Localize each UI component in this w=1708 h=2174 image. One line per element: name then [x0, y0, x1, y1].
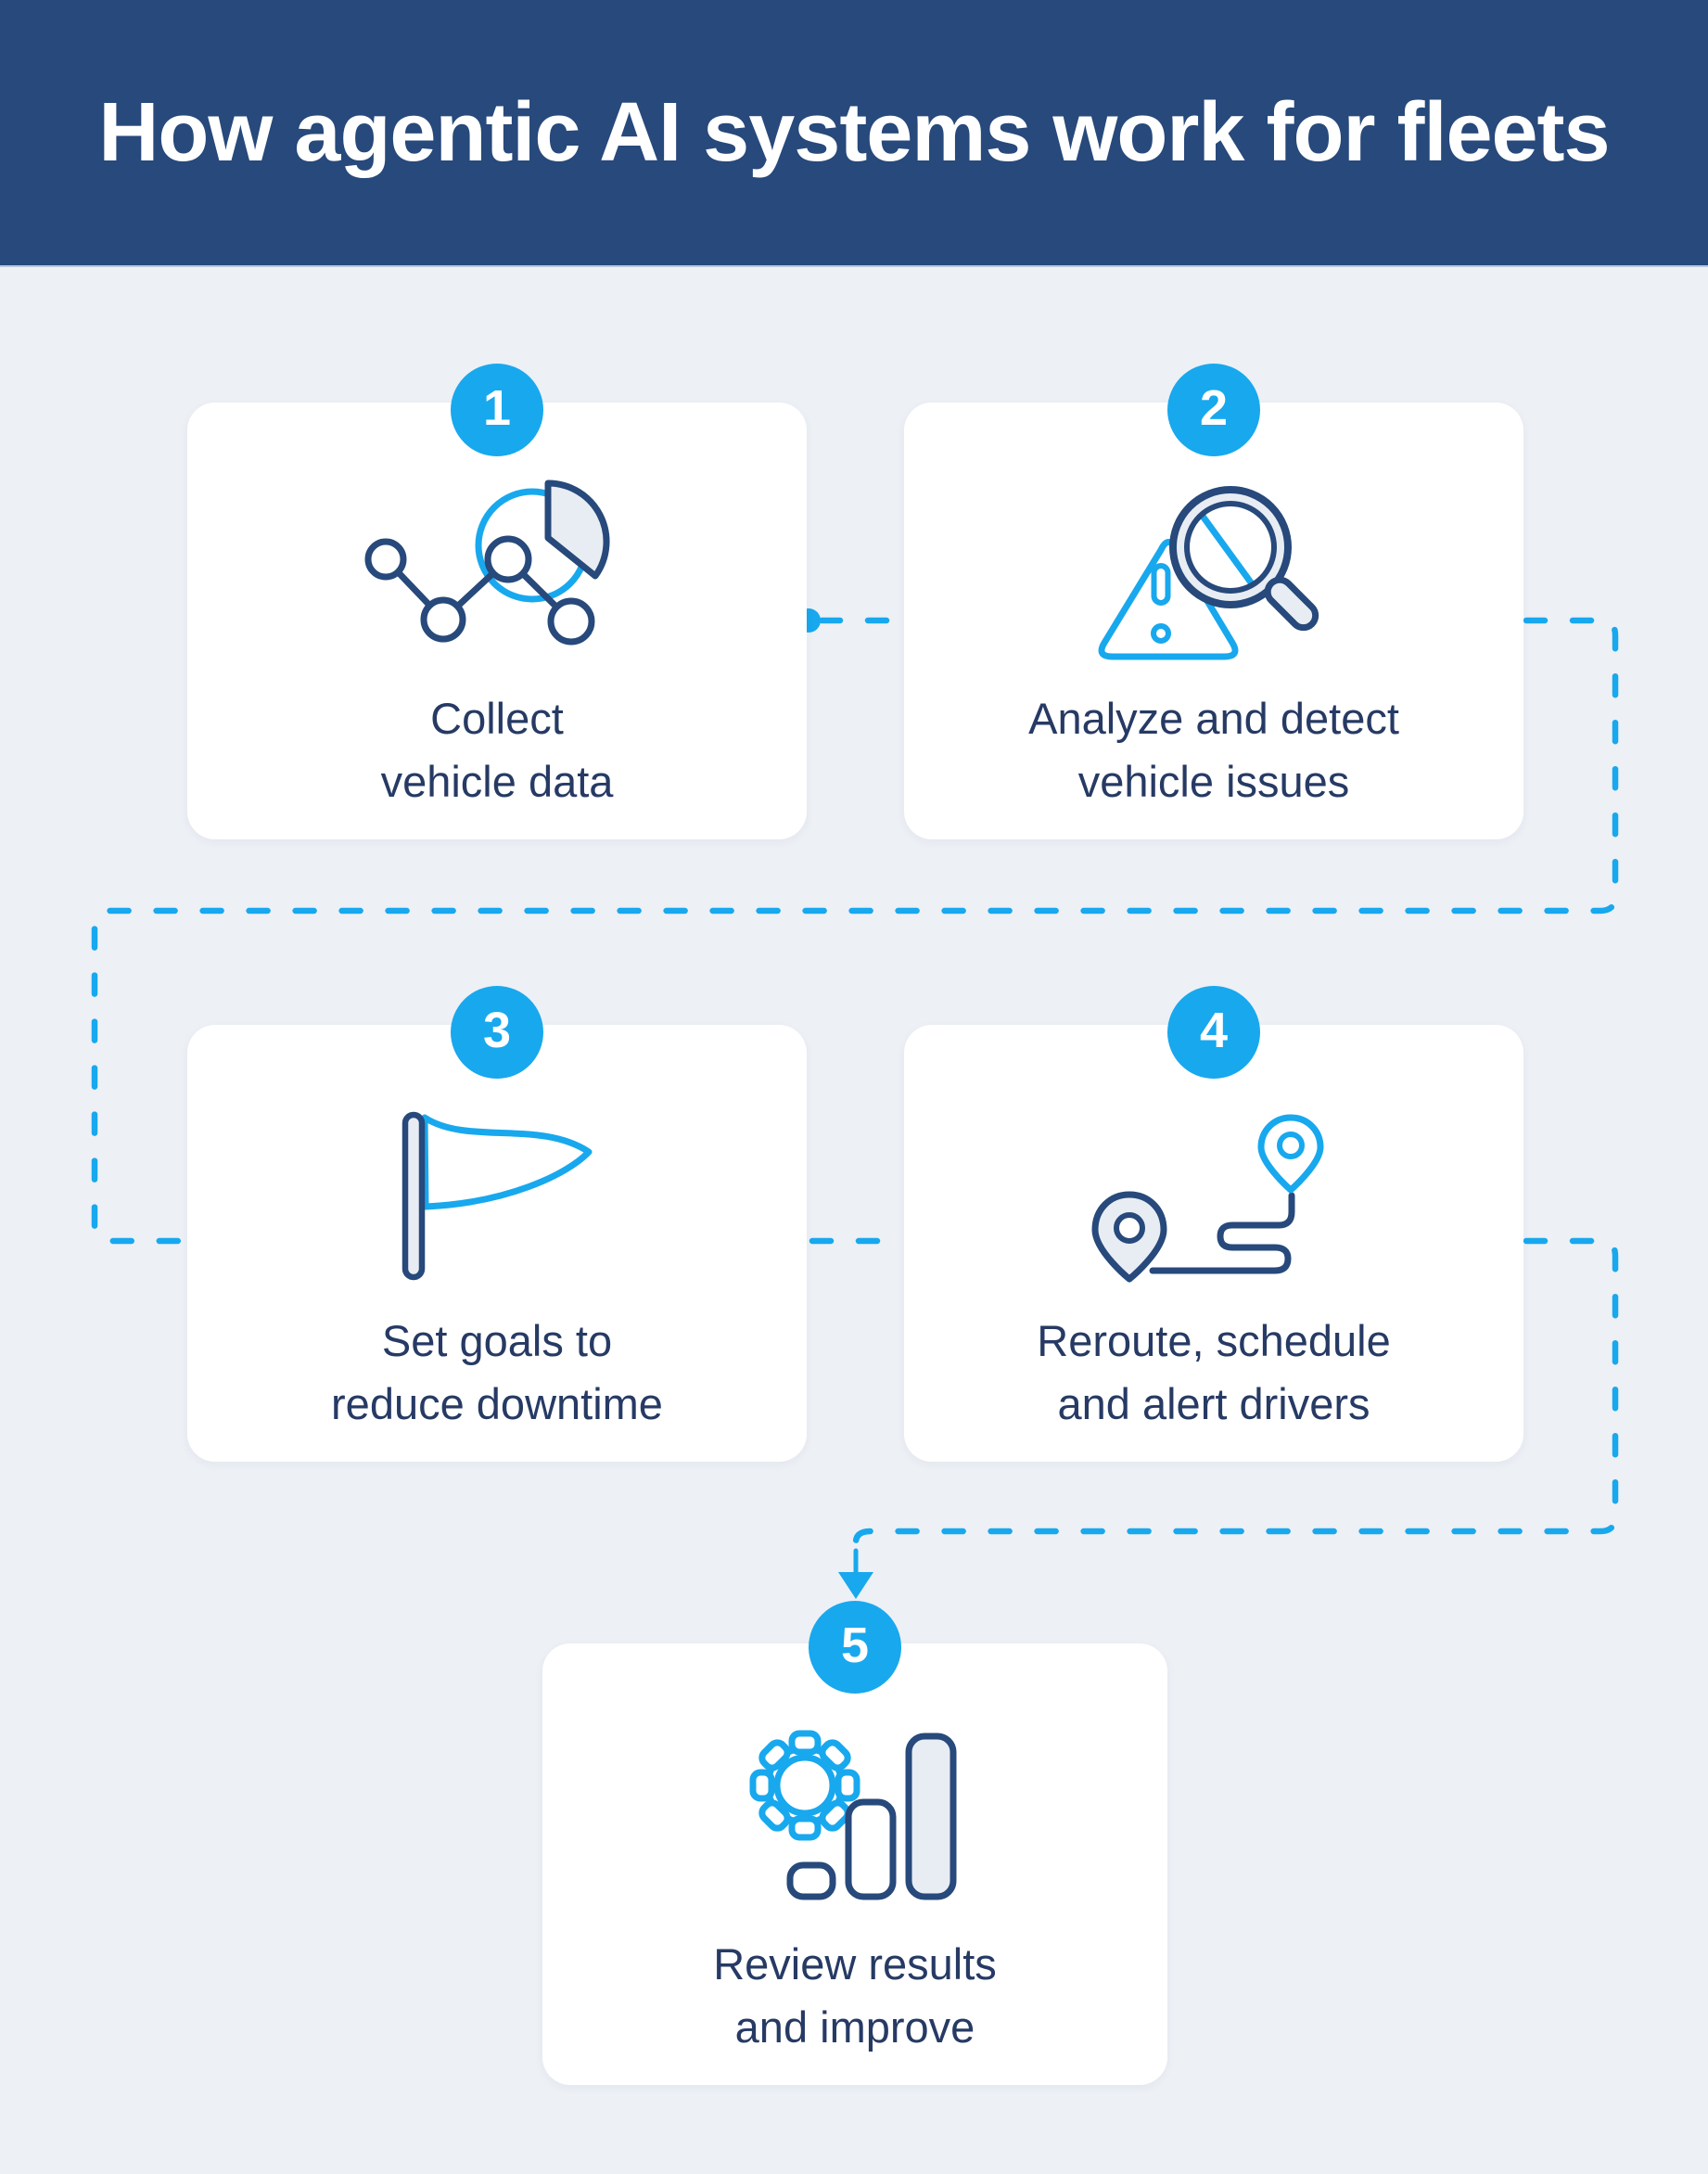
page-title: How agentic AI systems work for fleets: [98, 85, 1610, 179]
step-label: Review results and improve: [713, 1939, 997, 2052]
gear-part: [749, 1730, 860, 1841]
arrow-down-icon: [838, 1548, 873, 1599]
step-card-2: Analyze and detect vehicle issues: [904, 403, 1523, 839]
step-label: Set goals to reduce downtime: [331, 1316, 663, 1428]
step-label: Analyze and detect vehicle issues: [1028, 694, 1399, 806]
route-pins-icon: [1075, 1103, 1353, 1288]
step-card-1: Collect vehicle data: [187, 403, 807, 839]
data-chart-icon: [358, 480, 636, 666]
step-label: Reroute, schedule and alert drivers: [1037, 1316, 1391, 1428]
gear-chart-icon: [716, 1721, 994, 1907]
step-label: Collect vehicle data: [380, 694, 614, 806]
step-number-badge: 1: [451, 364, 543, 456]
step-card-3: Set goals to reduce downtime: [187, 1025, 807, 1462]
connector-4-5: [852, 1237, 1619, 1547]
bars-part: [786, 1733, 957, 1900]
header-banner: How agentic AI systems work for fleets: [0, 0, 1708, 267]
step-number-badge: 5: [809, 1601, 901, 1694]
connector-2-3: [91, 617, 1619, 1245]
step-number-badge: 3: [451, 986, 543, 1079]
goal-flag-icon: [358, 1103, 636, 1288]
step-number-badge: 4: [1167, 986, 1260, 1079]
step-number-badge: 2: [1167, 364, 1260, 456]
step-card-5: Review results and improve: [542, 1643, 1167, 2085]
step-card-4: Reroute, schedule and alert drivers: [904, 1025, 1523, 1462]
alert-magnifier-icon: [1075, 480, 1353, 666]
